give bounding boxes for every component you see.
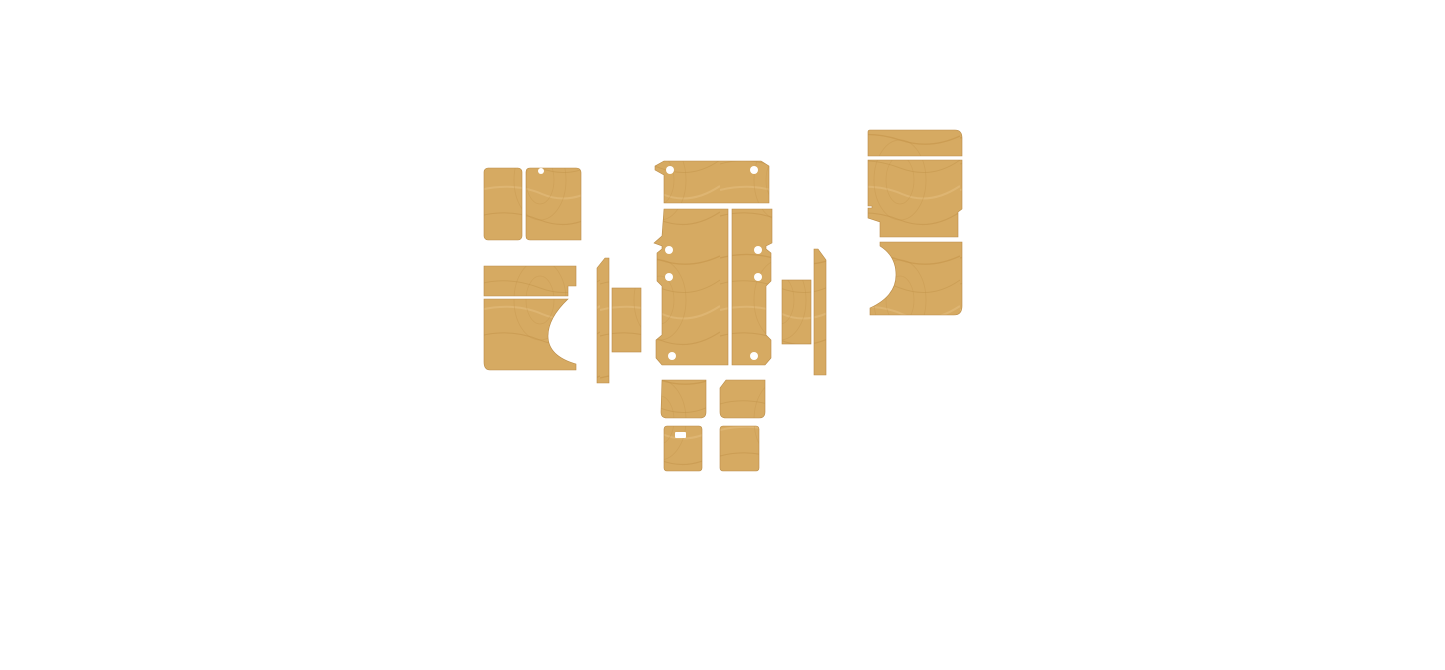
side-panel-right-upper [867, 129, 963, 157]
handle-cutout [675, 432, 686, 438]
side-panel-right-lower [869, 241, 963, 316]
tie-down-hole [754, 246, 762, 254]
tie-down-hole [750, 352, 758, 360]
door-panel-upper-left [660, 379, 707, 419]
tie-down-hole [666, 166, 674, 174]
tie-down-hole [754, 273, 762, 281]
panel-left-wheel-arch-lower [483, 298, 577, 371]
panel-top-left-narrow [483, 167, 523, 241]
door-panel-upper-right [719, 379, 766, 419]
tie-down-hole [668, 352, 676, 360]
strip-left-a [596, 257, 610, 384]
strip-left-b [611, 287, 642, 353]
floor-right-panel [731, 208, 773, 366]
strip-right-a [813, 248, 827, 376]
panel-notch [538, 168, 544, 174]
tie-down-hole [665, 246, 673, 254]
strip-right-b [781, 279, 812, 345]
floor-left-panel [653, 208, 729, 366]
floor-top-panel [654, 160, 770, 204]
panel-left-wheel-arch [483, 265, 577, 297]
panel-top-left-wide [525, 167, 582, 241]
tie-down-hole [665, 273, 673, 281]
door-panel-lower-left [663, 425, 703, 472]
door-panel-lower-right [719, 425, 760, 472]
tie-down-hole [750, 166, 758, 174]
side-panel-right-middle [867, 159, 963, 238]
